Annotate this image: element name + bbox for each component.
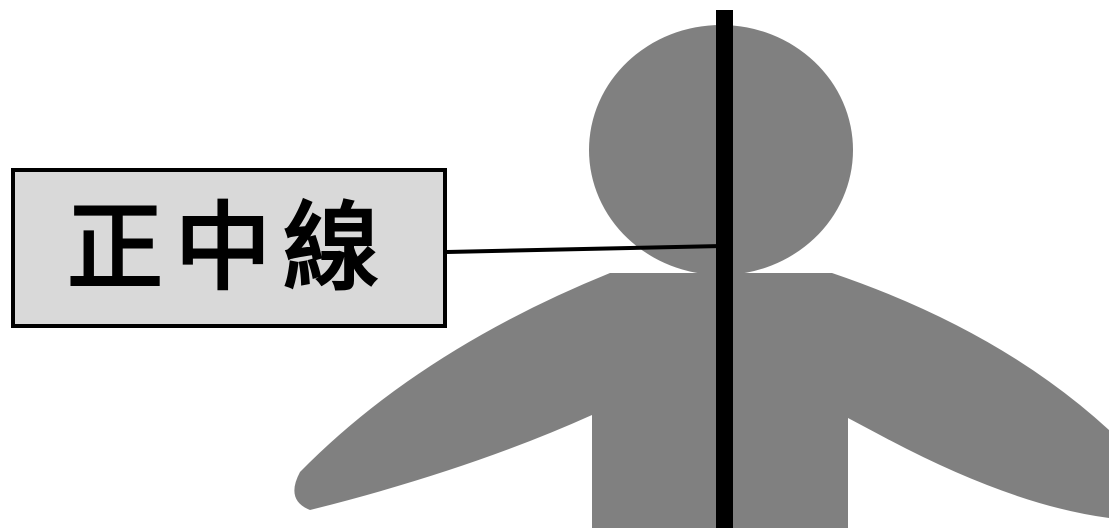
- midline: [716, 10, 733, 528]
- connector-line: [446, 244, 723, 254]
- torso-and-arms: [294, 273, 1109, 528]
- midline-label: 正中線: [67, 192, 391, 304]
- midline-label-box: 正中線: [11, 168, 447, 328]
